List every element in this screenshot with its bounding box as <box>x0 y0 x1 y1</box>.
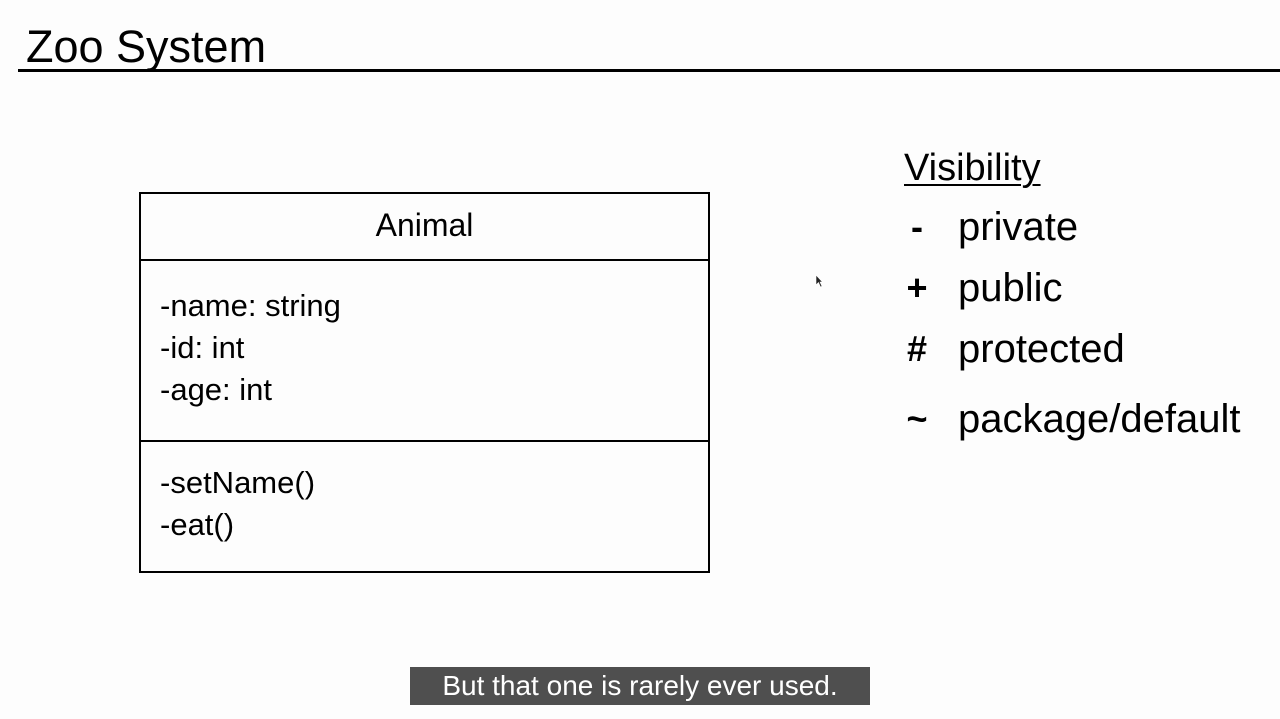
title-underline <box>18 69 1280 72</box>
legend-symbol: # <box>906 328 928 369</box>
legend-label: private <box>958 205 1079 249</box>
legend-row-protected: # protected <box>900 325 1270 373</box>
uml-class-box: Animal -name: string -id: int -age: int … <box>139 192 710 573</box>
legend-row-private: - private <box>900 203 1270 251</box>
video-caption: But that one is rarely ever used. <box>410 667 870 705</box>
uml-operations-compartment: -setName() -eat() <box>141 442 708 571</box>
legend-label: package/default <box>958 397 1241 441</box>
legend-label: public <box>958 266 1063 310</box>
caption-text: But that one is rarely ever used. <box>442 670 838 701</box>
legend-symbol: + <box>906 267 928 308</box>
legend-symbol: ~ <box>906 398 928 439</box>
uml-attributes-compartment: -name: string -id: int -age: int <box>141 261 708 442</box>
uml-class-name-compartment: Animal <box>141 194 708 261</box>
legend-row-public: + public <box>900 264 1270 312</box>
legend-row-package-default: ~ package/default <box>900 395 1270 443</box>
visibility-heading: Visibility <box>904 147 1041 189</box>
legend-label: protected <box>958 327 1125 371</box>
uml-attribute: -id: int <box>160 330 245 365</box>
slide-title: Zoo System <box>26 21 267 72</box>
uml-attribute: -name: string <box>160 288 341 323</box>
uml-operation: -setName() <box>160 465 316 500</box>
uml-attribute: -age: int <box>160 372 273 407</box>
legend-symbol: - <box>911 206 923 247</box>
mouse-pointer-icon <box>815 274 823 288</box>
uml-class-name: Animal <box>375 207 474 243</box>
uml-operation: -eat() <box>160 507 235 542</box>
